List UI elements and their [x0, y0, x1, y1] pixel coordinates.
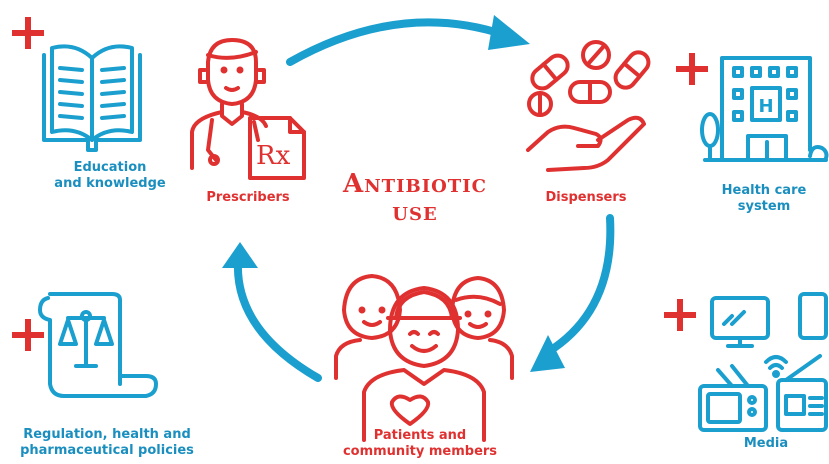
- open-book-icon: [42, 44, 142, 152]
- arrow-prescribers-to-dispensers: [286, 18, 509, 66]
- plus-icon-health: [676, 53, 708, 85]
- label-prescribers-text: Prescribers: [206, 190, 290, 205]
- scales-document-icon: [38, 292, 158, 398]
- center-title-line2: use: [392, 197, 438, 227]
- center-title-line1: Antibiotic: [343, 169, 487, 199]
- hospital-building-icon: [700, 56, 829, 162]
- label-media: Media: [716, 436, 816, 452]
- arrow-heads: [222, 15, 565, 372]
- arrow-dispensers-to-patients: [544, 214, 615, 356]
- center-title: Antibiotic use: [320, 170, 510, 226]
- label-health-care: Health care system: [704, 183, 824, 215]
- label-media-text: Media: [743, 436, 789, 451]
- label-education-line2: and knowledge: [54, 176, 166, 191]
- plus-icon-education: [12, 17, 44, 49]
- plus-icon-regulation: [12, 319, 44, 351]
- label-dispensers: Dispensers: [526, 190, 646, 206]
- label-regulation: Regulation, health and pharmaceutical po…: [4, 427, 210, 459]
- doctor-prescription-icon: [190, 38, 306, 180]
- arrow-patients-to-prescribers: [233, 258, 322, 382]
- label-patients-line1: Patients and: [373, 428, 467, 443]
- label-health-line1: Health care: [721, 183, 807, 198]
- label-patients: Patients and community members: [320, 428, 520, 460]
- rx-glyph: Rx: [256, 141, 291, 171]
- label-education-line1: Education: [73, 160, 147, 175]
- label-health-line2: system: [737, 199, 791, 214]
- arrowhead-1: [488, 15, 530, 50]
- label-education: Education and knowledge: [20, 160, 200, 192]
- label-dispensers-text: Dispensers: [545, 190, 627, 205]
- pills-hand-icon: [526, 40, 651, 172]
- label-prescribers: Prescribers: [188, 190, 308, 206]
- plus-icons: [12, 17, 708, 351]
- media-devices-icon: [698, 292, 828, 432]
- community-people-icon: [334, 274, 514, 442]
- arrowhead-2: [530, 335, 565, 372]
- label-regulation-line2: pharmaceutical policies: [20, 443, 194, 458]
- plus-icon-media: [664, 299, 696, 331]
- cycle-arrows: [233, 18, 615, 382]
- hospital-glyph: H: [758, 96, 773, 117]
- label-regulation-line1: Regulation, health and: [23, 427, 191, 442]
- label-patients-line2: community members: [342, 444, 498, 459]
- arrowhead-3: [222, 242, 258, 268]
